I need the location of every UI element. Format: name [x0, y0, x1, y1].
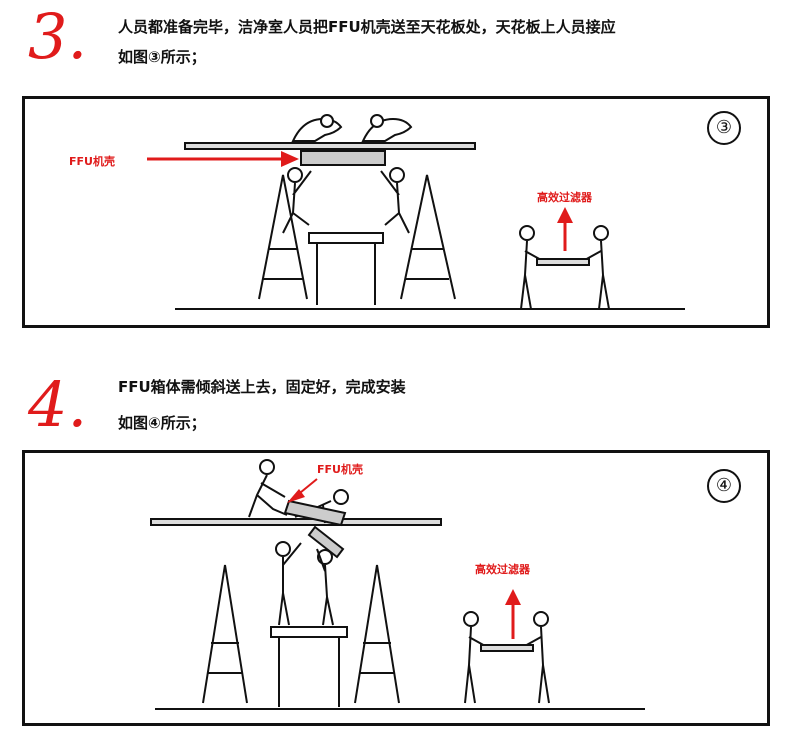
ceiling-worker-figure	[259, 459, 275, 475]
ffu-label: FFU机壳	[69, 154, 115, 168]
step-4-header: 4. FFU箱体需倾斜送上去，固定好，完成安装 如图④所示；	[0, 360, 790, 450]
work-table	[270, 626, 348, 638]
ladder-right	[400, 174, 456, 300]
work-table	[308, 232, 384, 244]
ladder-left	[258, 174, 308, 300]
ground-worker-figure	[533, 611, 549, 627]
ground-worker-figure	[519, 225, 535, 241]
step-instruction-line: 如图④所示；	[118, 414, 206, 432]
hepa-filter	[536, 258, 590, 266]
ground-worker-figure	[593, 225, 609, 241]
step-instruction-line: FFU箱体需倾斜送上去，固定好，完成安装	[118, 378, 406, 396]
climber-figure	[389, 167, 405, 183]
ceiling-board	[150, 518, 442, 526]
ladder-left	[202, 564, 248, 704]
figure-number-badge: ④	[707, 469, 741, 503]
step-instruction-line: 如图③所示；	[118, 48, 206, 66]
ffu-label: FFU机壳	[317, 462, 363, 476]
step-instruction-line: 人员都准备完毕，洁净室人员把FFU机壳送至天花板处，天花板上人员接应	[118, 18, 616, 36]
installation-illustration: FFU机壳 高效过滤器	[150, 459, 645, 710]
ffu-housing	[300, 150, 386, 166]
hepa-filter	[480, 644, 534, 652]
filter-label: 高效过滤器	[475, 562, 531, 576]
ceiling-board	[184, 142, 476, 150]
step-number: 4.	[28, 368, 88, 441]
lifter-figure	[275, 541, 291, 557]
figure-number-badge: ③	[707, 111, 741, 145]
ladder-right	[354, 564, 400, 704]
installation-illustration: FFU机壳 高效过滤器	[69, 114, 685, 310]
ground-worker-figure	[463, 611, 479, 627]
filter-label: 高效过滤器	[537, 190, 593, 204]
ceiling-worker-figure	[333, 489, 349, 505]
ffu-housing	[283, 499, 347, 527]
step-number: 3.	[28, 0, 88, 73]
climber-figure	[287, 167, 303, 183]
step-3-header: 3. 人员都准备完毕，洁净室人员把FFU机壳送至天花板处，天花板上人员接应 如图…	[0, 0, 790, 90]
illustration-panel-4: ④	[22, 450, 770, 726]
illustration-panel-3: ③	[22, 96, 770, 328]
